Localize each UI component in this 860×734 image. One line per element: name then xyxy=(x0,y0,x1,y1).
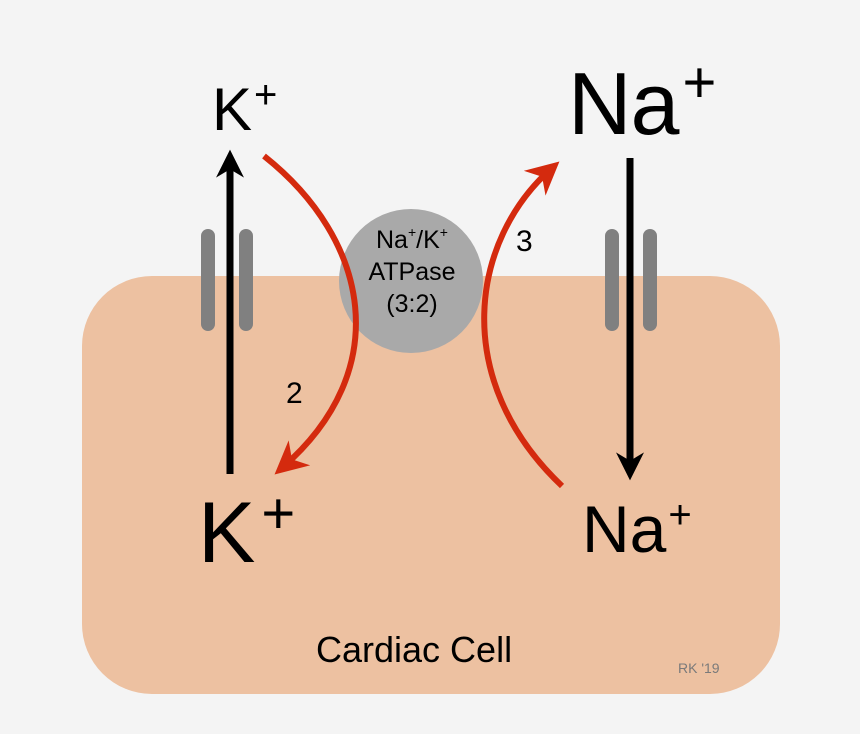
pump-circle-icon xyxy=(339,209,483,353)
k-channel-icon xyxy=(201,229,253,331)
pump-label: Na+/K+ ATPase (3:2) xyxy=(340,224,484,320)
ion-symbol: K xyxy=(198,485,256,581)
pump-ion-na: Na xyxy=(376,226,408,254)
ion-charge: + xyxy=(668,493,692,537)
pump-ions-line: Na+/K+ xyxy=(340,224,484,256)
na-inside-label: Na+ xyxy=(582,493,692,562)
k-outside-label: K+ xyxy=(212,75,277,140)
ion-charge: + xyxy=(682,50,717,116)
ion-symbol: Na xyxy=(568,54,679,153)
na-outside-label: Na+ xyxy=(568,54,716,148)
pump-name: ATPase xyxy=(368,258,456,286)
author-credit: RK '19 xyxy=(678,660,720,676)
pump-ion-k: K xyxy=(423,226,440,254)
pump-k-arrow xyxy=(262,153,359,475)
k-stoichiometry-label: 2 xyxy=(286,377,303,410)
pump-charge-k: + xyxy=(439,223,448,240)
k-inside-label: K+ xyxy=(198,485,295,577)
pump-charge-na: + xyxy=(407,223,417,240)
na-stoichiometry-label: 3 xyxy=(516,225,533,258)
cardiac-cell xyxy=(82,276,780,694)
pump-separator: / xyxy=(416,226,424,254)
ion-charge: + xyxy=(261,481,296,546)
ion-charge: + xyxy=(254,73,278,117)
pump-ratio: (3:2) xyxy=(386,290,438,318)
ion-symbol: Na xyxy=(582,492,667,566)
cell-label: Cardiac Cell xyxy=(316,629,513,670)
pump-na-arrow xyxy=(481,161,565,489)
na-channel-icon xyxy=(605,229,657,331)
ion-symbol: K xyxy=(212,76,253,143)
